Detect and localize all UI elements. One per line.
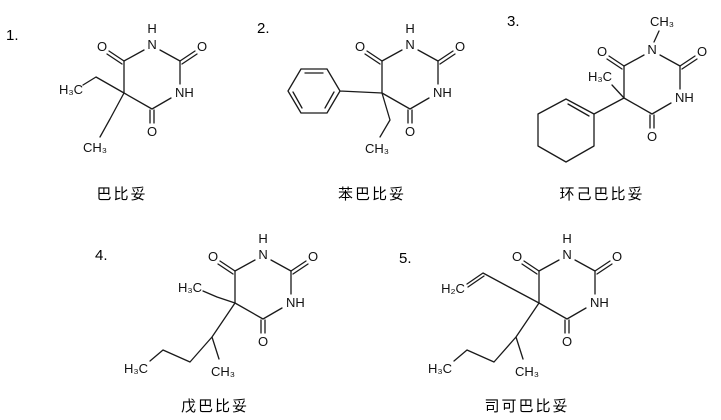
atom-label-o: O bbox=[562, 334, 572, 349]
atom-label-h: H bbox=[562, 231, 571, 246]
atom-label-o: O bbox=[197, 39, 207, 54]
atom-label-h: H bbox=[405, 21, 414, 36]
atom-label-ch3: CH₃ bbox=[83, 140, 107, 155]
atom-label-h: H bbox=[147, 21, 156, 36]
molecule-2-structure: H N O O NH O CH₃ bbox=[287, 21, 465, 156]
atom-label-ch3: H₃C bbox=[178, 280, 202, 295]
molecule-4-structure: H N O O NH O H₃C CH₃ H₃C bbox=[124, 231, 318, 379]
atom-label-ch3: CH₃ bbox=[211, 364, 235, 379]
molecule-5-number: 5. bbox=[399, 250, 412, 267]
atom-label-ch3: CH₃ bbox=[650, 14, 674, 29]
c5-methyl-bond bbox=[611, 84, 625, 99]
allyl-bonds bbox=[466, 272, 540, 304]
molecule-2-name: 苯巴比妥 bbox=[337, 186, 407, 203]
molecule-1-name: 巴比妥 bbox=[96, 186, 148, 203]
phenyl-double-bonds bbox=[292, 72, 335, 109]
atom-label-ch3: H₃C bbox=[588, 69, 612, 84]
phenyl-ring-bonds bbox=[287, 68, 383, 114]
atom-label-ch2: H₂C bbox=[441, 281, 465, 296]
atom-label-o: O bbox=[647, 129, 657, 144]
molecule-4-number: 4. bbox=[95, 247, 108, 264]
atom-label-ch3: H₃C bbox=[59, 82, 83, 97]
cyclohexene-double-bond bbox=[567, 103, 590, 117]
molecule-1-number: 1. bbox=[6, 27, 19, 44]
atom-label-ch3: CH₃ bbox=[515, 364, 539, 379]
molecule-4-name: 戊巴比妥 bbox=[180, 398, 250, 415]
atom-label-n: N bbox=[258, 247, 267, 262]
atom-label-o: O bbox=[455, 39, 465, 54]
atom-label-o: O bbox=[405, 124, 415, 139]
atom-label-ch3: H₃C bbox=[428, 361, 452, 376]
ring-bonds bbox=[623, 54, 681, 115]
atom-label-n: N bbox=[562, 247, 571, 262]
carbonyl-bonds bbox=[106, 50, 198, 124]
ring-bonds bbox=[381, 49, 439, 110]
substituent-bonds bbox=[379, 92, 391, 138]
molecule-3-number: 3. bbox=[507, 13, 520, 30]
ring-bonds bbox=[538, 259, 596, 320]
atom-label-nh: NH bbox=[675, 90, 694, 105]
atom-label-n: N bbox=[405, 37, 414, 52]
atom-label-o: O bbox=[308, 249, 318, 264]
carbonyl-bonds bbox=[217, 260, 309, 334]
carbonyl-bonds bbox=[606, 55, 698, 129]
methylbutyl-bonds bbox=[149, 302, 236, 363]
ring-bonds bbox=[123, 49, 181, 110]
molecule-5-structure: H N O O NH O H₂C CH₃ H₃C bbox=[428, 231, 622, 379]
atom-label-nh: NH bbox=[175, 85, 194, 100]
ethyl-bonds bbox=[202, 290, 236, 304]
atom-label-n: N bbox=[647, 42, 656, 57]
atom-label-n: N bbox=[147, 37, 156, 52]
atom-label-o: O bbox=[697, 44, 707, 59]
n-methyl-bond bbox=[653, 30, 660, 43]
atom-label-ch3: CH₃ bbox=[365, 141, 389, 156]
carbonyl-bonds bbox=[521, 260, 613, 334]
molecule-2-number: 2. bbox=[257, 20, 270, 37]
atom-label-ch3: H₃C bbox=[124, 361, 148, 376]
atom-label-o: O bbox=[258, 334, 268, 349]
molecule-1-structure: H N O O NH O H₃C CH₃ bbox=[59, 21, 207, 155]
atom-label-o: O bbox=[612, 249, 622, 264]
atom-label-o: O bbox=[512, 249, 522, 264]
atom-label-o: O bbox=[147, 124, 157, 139]
atom-label-o: O bbox=[208, 249, 218, 264]
atom-label-nh: NH bbox=[590, 295, 609, 310]
cyclohexene-ring-bonds bbox=[537, 97, 625, 163]
molecule-3-name: 环己巴比妥 bbox=[559, 186, 645, 203]
atom-label-o: O bbox=[597, 44, 607, 59]
molecule-5-name: 司可巴比妥 bbox=[484, 398, 570, 415]
atom-label-nh: NH bbox=[286, 295, 305, 310]
substituent-bonds bbox=[82, 76, 125, 138]
atom-label-h: H bbox=[258, 231, 267, 246]
atom-label-o: O bbox=[97, 39, 107, 54]
atom-label-nh: NH bbox=[433, 85, 452, 100]
carbonyl-bonds bbox=[364, 50, 456, 124]
ring-bonds bbox=[234, 259, 292, 320]
molecule-3-structure: N CH₃ O O NH O H₃C bbox=[537, 14, 707, 163]
atom-label-o: O bbox=[355, 39, 365, 54]
methylbutyl-bonds bbox=[453, 302, 540, 363]
